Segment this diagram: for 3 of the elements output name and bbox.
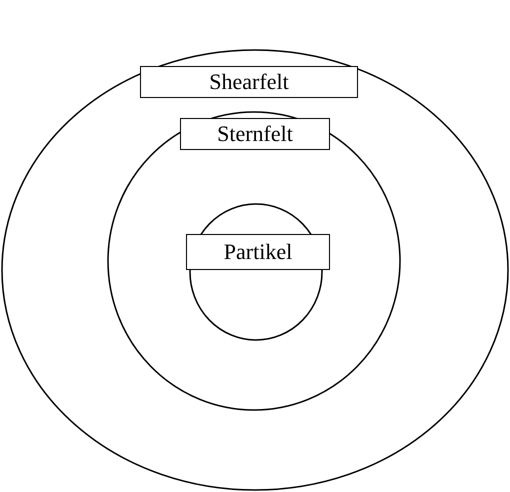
zone-label: Sternfelt [180,118,330,150]
zone-label: Partikel [186,234,330,270]
zone-label: Shearfelt [140,66,358,98]
